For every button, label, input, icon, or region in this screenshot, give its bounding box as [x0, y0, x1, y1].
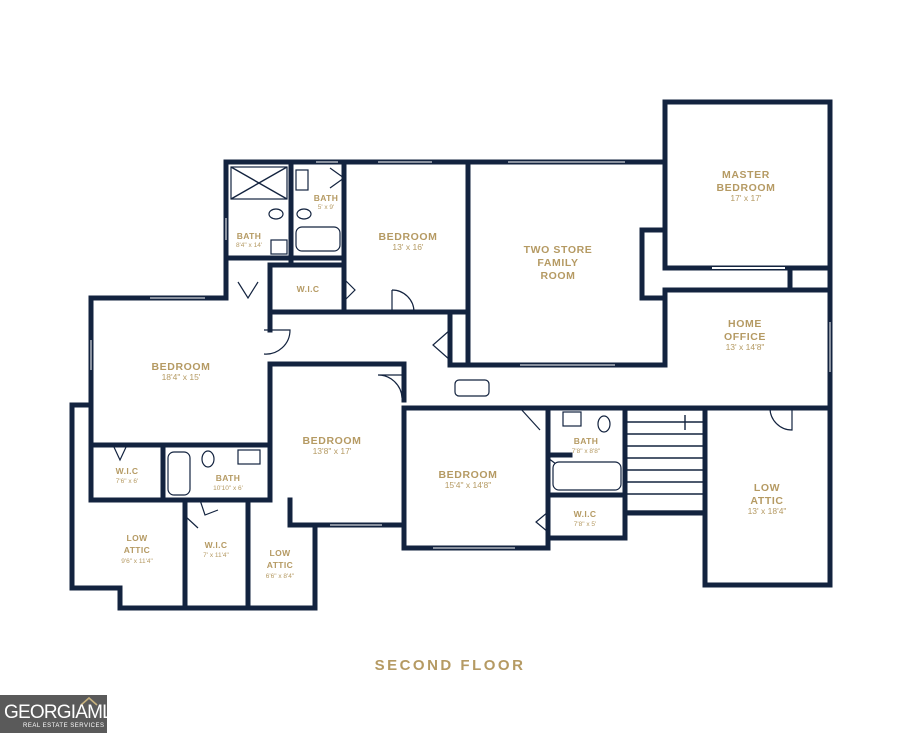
- wic-d-dim: 7'8" x 5': [574, 521, 597, 528]
- fixtures: [167, 166, 622, 604]
- toilet-icon: [201, 450, 215, 468]
- office-name: HOME: [728, 318, 762, 330]
- family-room-name-2: FAMILY: [537, 257, 578, 269]
- sink-icon: [295, 169, 309, 191]
- stairs: [625, 409, 705, 512]
- bath-d-dim: 7'8" x 8'8": [572, 448, 601, 455]
- bedroom-top-name: BEDROOM: [378, 231, 437, 243]
- logo-tagline: REAL ESTATE SERVICES: [23, 723, 105, 729]
- master-bedroom-dim: 17' x 17': [730, 193, 762, 203]
- wic-left-name: W.I.C: [116, 466, 139, 476]
- low-attic-c-name: LOW: [754, 482, 780, 494]
- wic-c-dim: 7' x 11'4": [203, 552, 229, 559]
- bathtub-icon: [167, 451, 191, 496]
- master-bedroom-name-2: BEDROOM: [716, 182, 775, 194]
- wic-d-name: W.I.C: [574, 509, 597, 519]
- doors: [112, 167, 793, 533]
- bath-a-name: BATH: [237, 231, 262, 241]
- mls-logo: GEORGIAMLS REAL ESTATE SERVICES: [0, 695, 125, 733]
- bedroom-right-name: BEDROOM: [438, 469, 497, 481]
- low-attic-c-name-2: ATTIC: [750, 495, 783, 507]
- rail-icon: [454, 379, 490, 397]
- bathtub-icon: [552, 461, 622, 491]
- family-room-name: TWO STORE: [524, 244, 593, 256]
- toilet-icon: [268, 208, 284, 220]
- low-attic-b-dim: 6'6" x 8'4": [266, 573, 295, 580]
- bedroom-right-dim: 15'4" x 14'8": [445, 480, 492, 490]
- toilet-icon: [296, 208, 312, 220]
- low-attic-a-name: LOW: [126, 533, 148, 543]
- logo-brand: GEORGIAMLS: [4, 702, 125, 723]
- low-attic-a-name-2: ATTIC: [124, 545, 150, 555]
- wic-left-dim: 7'6" x 6': [116, 478, 139, 485]
- bedroom-top-dim: 13' x 16': [392, 242, 424, 252]
- family-room-name-3: ROOM: [540, 270, 575, 282]
- room-labels: MASTER BEDROOM 17' x 17' TWO STORE FAMIL…: [116, 169, 787, 580]
- low-attic-a-dim: 9'6" x 11'4": [121, 558, 153, 565]
- bedroom-mid-name: BEDROOM: [302, 435, 361, 447]
- bath-c-dim: 10'10" x 6': [213, 485, 243, 492]
- toilet-icon: [597, 415, 611, 433]
- bath-a-dim: 8'4" x 14': [236, 242, 262, 249]
- bath-c-name: BATH: [216, 473, 241, 483]
- low-attic-c-dim: 13' x 18'4": [748, 506, 787, 516]
- sink-icon: [237, 449, 261, 465]
- bedroom-mid-dim: 13'8" x 17': [313, 446, 352, 456]
- wic-c-name: W.I.C: [205, 540, 228, 550]
- wic-top-name: W.I.C: [297, 284, 320, 294]
- walls: [69, 99, 833, 611]
- bedroom-left-name: BEDROOM: [151, 361, 210, 373]
- low-attic-b-name-2: ATTIC: [267, 560, 293, 570]
- roof-icon: [80, 697, 98, 706]
- office-dim: 13' x 14'8": [726, 342, 765, 352]
- bath-d-name: BATH: [574, 436, 599, 446]
- bath-b-name: BATH: [314, 193, 339, 203]
- master-bedroom-name: MASTER: [722, 169, 770, 181]
- office-name-2: OFFICE: [724, 331, 766, 343]
- sink-icon: [270, 239, 288, 255]
- sink-icon: [562, 411, 582, 427]
- floor-title: SECOND FLOOR: [374, 657, 526, 674]
- bath-b-dim: 5' x 9': [318, 204, 335, 211]
- bedroom-left-dim: 18'4" x 15': [162, 372, 201, 382]
- low-attic-b-name: LOW: [269, 548, 291, 558]
- bathtub-icon: [295, 226, 341, 252]
- windows: [90, 161, 831, 549]
